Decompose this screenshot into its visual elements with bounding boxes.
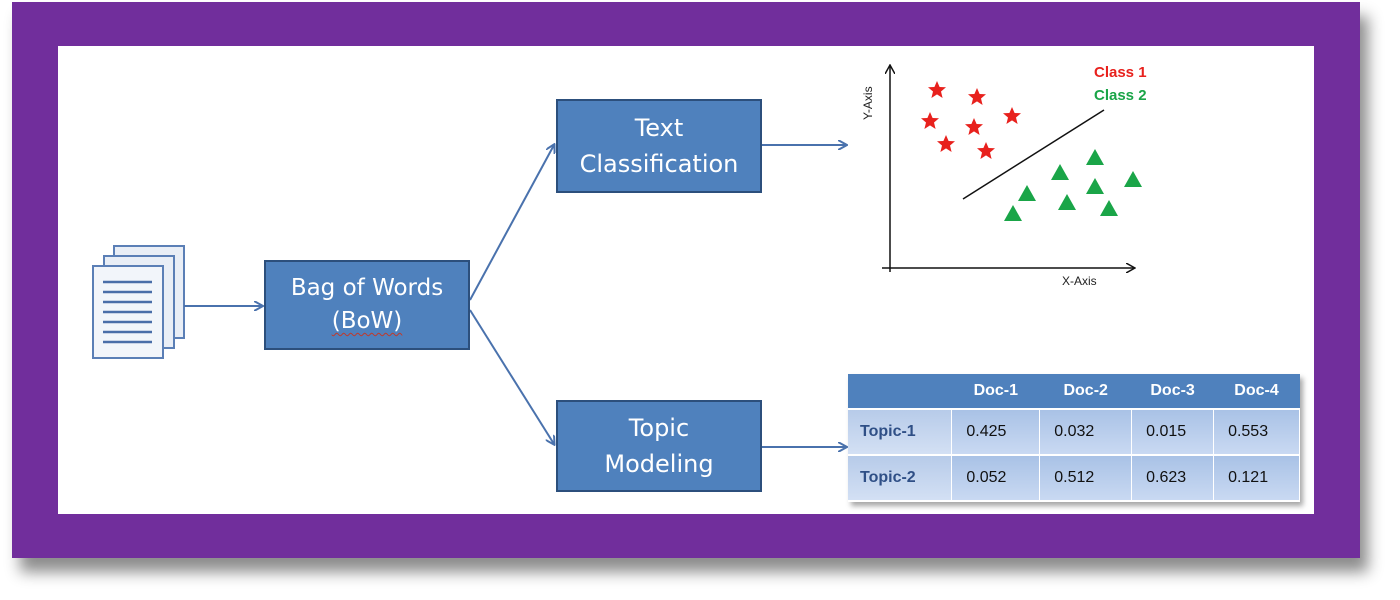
class1-point xyxy=(937,135,955,152)
class1-point xyxy=(968,88,986,105)
legend-class2: Class 2 xyxy=(1094,87,1147,104)
scatter-axes xyxy=(882,66,1134,272)
table-cell: 0.052 xyxy=(951,455,1041,502)
table-row-label: Topic-1 xyxy=(848,409,953,456)
bag-of-words-box: Bag of Words (BoW) xyxy=(264,260,470,350)
class2-point xyxy=(1086,149,1104,165)
table-row: Topic-2 0.052 0.512 0.623 0.121 xyxy=(848,455,1300,502)
class1-point xyxy=(928,81,946,98)
table-cell: 0.512 xyxy=(1039,455,1133,502)
table-header-cell: Doc-3 xyxy=(1131,374,1214,410)
class2-point xyxy=(1004,205,1022,221)
class1-point xyxy=(1003,107,1021,124)
y-axis-label: Y-Axis xyxy=(861,86,875,120)
bow-title: Bag of Words xyxy=(290,275,444,301)
topic-document-table: Doc-1 Doc-2 Doc-3 Doc-4 Topic-1 0.425 0.… xyxy=(848,374,1300,502)
table-row: Topic-1 0.425 0.032 0.015 0.553 xyxy=(848,409,1300,456)
x-axis-label: X-Axis xyxy=(1062,274,1097,288)
document-stack-icon xyxy=(92,245,185,359)
class2-point xyxy=(1018,185,1036,201)
topic-modeling-box: Topic Modeling xyxy=(556,400,762,492)
table-cell: 0.121 xyxy=(1213,455,1300,502)
table-cell: 0.553 xyxy=(1213,409,1300,456)
table-header-row: Doc-1 Doc-2 Doc-3 Doc-4 xyxy=(848,374,1300,410)
table-cell: 0.015 xyxy=(1131,409,1215,456)
class1-point xyxy=(965,118,983,135)
text-classification-box: Text Classification xyxy=(556,99,762,193)
tc-line1: Text xyxy=(634,114,684,142)
tm-line1: Topic xyxy=(628,414,690,442)
class1-point xyxy=(921,112,939,129)
table-header-cell: Doc-2 xyxy=(1039,374,1132,410)
class2-point xyxy=(1058,194,1076,210)
table-header-cell xyxy=(848,374,952,410)
table-cell: 0.032 xyxy=(1039,409,1133,456)
table-row-label: Topic-2 xyxy=(848,455,953,502)
class2-point xyxy=(1124,171,1142,187)
table-cell: 0.623 xyxy=(1131,455,1215,502)
table-cell: 0.425 xyxy=(951,409,1041,456)
class2-point xyxy=(1086,178,1104,194)
tm-line2: Modeling xyxy=(604,450,714,478)
bow-abbrev: (BoW) xyxy=(331,308,403,334)
connector-arrows xyxy=(184,145,846,447)
class2-point xyxy=(1051,164,1069,180)
tc-line2: Classification xyxy=(579,150,739,178)
table-header-cell: Doc-1 xyxy=(951,374,1040,410)
class2-point xyxy=(1100,200,1118,216)
class1-point xyxy=(977,142,995,159)
class1-points xyxy=(921,81,1021,159)
legend-class1: Class 1 xyxy=(1094,64,1147,81)
table-header-cell: Doc-4 xyxy=(1213,374,1300,410)
